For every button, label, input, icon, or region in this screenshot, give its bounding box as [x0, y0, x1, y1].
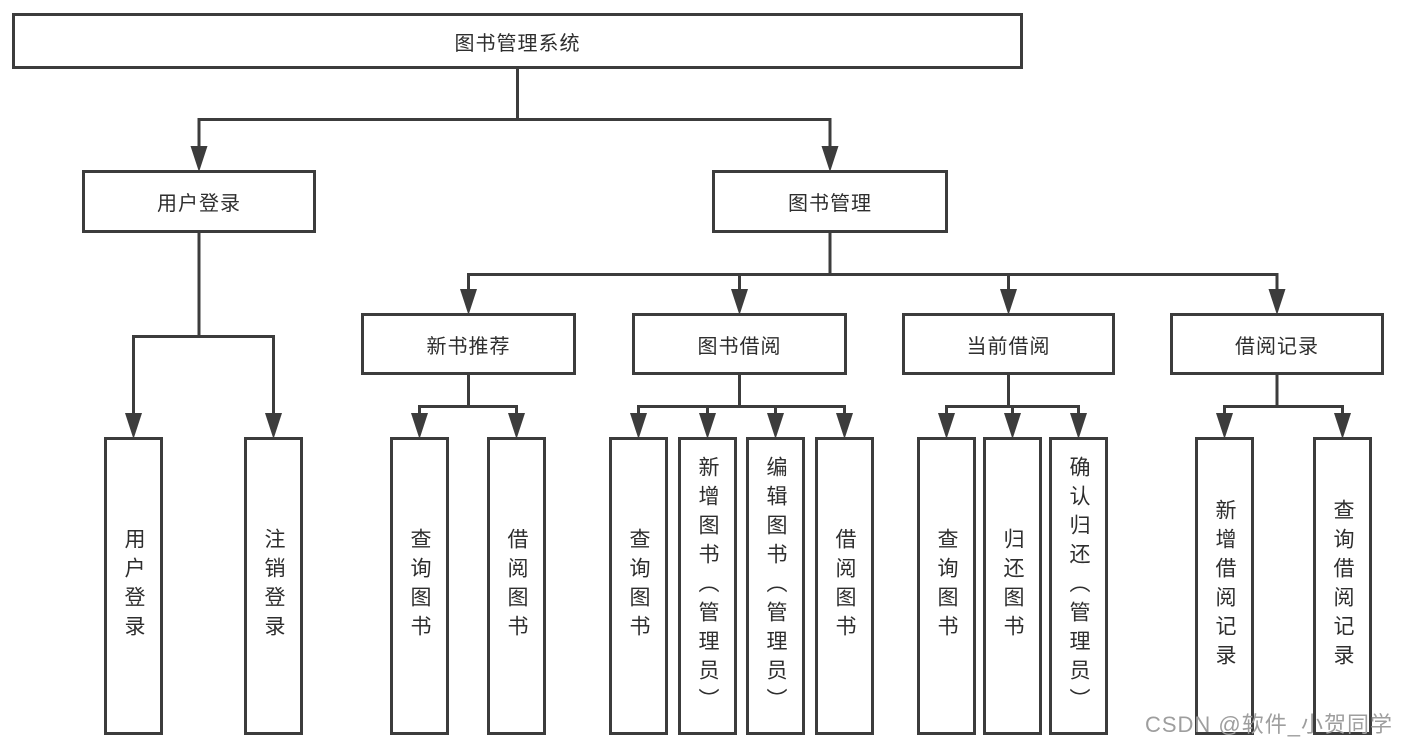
arrowheads: [125, 146, 1351, 439]
leaf-query-borrow-record-label: 查询借阅记录: [1331, 499, 1354, 673]
leaf-query-books-borrow: 查询图书: [609, 437, 668, 735]
leaf-query-books-current-label: 查询图书: [935, 528, 958, 644]
leaf-logout: 注销登录: [244, 437, 303, 735]
csdn-watermark: CSDN @软件_小贺同学: [1144, 712, 1393, 737]
leaf-add-borrow-record-label: 新增借阅记录: [1213, 499, 1236, 673]
leaf-logout-label: 注销登录: [262, 528, 285, 644]
node-root-label: 图书管理系统: [454, 32, 581, 55]
node-user-login: 用户登录: [82, 170, 316, 233]
node-new-book-recommend-label: 新书推荐: [426, 335, 511, 358]
leaf-add-book-admin-label: 新增图书（管理员）: [696, 455, 719, 717]
node-user-login-label: 用户登录: [157, 193, 241, 215]
leaf-edit-book-admin-label: 编辑图书（管理员）: [764, 455, 787, 717]
leaf-query-books-recommend: 查询图书: [390, 437, 449, 735]
leaf-edit-book-admin: 编辑图书（管理员）: [746, 437, 805, 735]
node-current-borrow: 当前借阅: [902, 313, 1115, 375]
node-book-borrow-label: 图书借阅: [697, 335, 782, 358]
leaf-user-login: 用户登录: [104, 437, 163, 735]
leaf-borrow-books-recommend: 借阅图书: [487, 437, 546, 735]
leaf-query-books-borrow-label: 查询图书: [627, 528, 650, 644]
node-borrow-records-label: 借阅记录: [1235, 335, 1319, 358]
node-book-borrow: 图书借阅: [632, 313, 847, 375]
leaf-add-book-admin: 新增图书（管理员）: [678, 437, 737, 735]
leaf-return-book-label: 归还图书: [1001, 528, 1024, 644]
leaf-confirm-return-admin-label: 确认归还（管理员）: [1067, 455, 1090, 717]
leaf-borrow-books-recommend-label: 借阅图书: [505, 528, 528, 644]
leaf-query-books-current: 查询图书: [917, 437, 976, 735]
leaf-borrow-books-borrow-label: 借阅图书: [833, 528, 856, 644]
leaf-confirm-return-admin: 确认归还（管理员）: [1049, 437, 1108, 735]
leaf-return-book: 归还图书: [983, 437, 1042, 735]
node-book-management-label: 图书管理: [788, 193, 872, 215]
node-new-book-recommend: 新书推荐: [361, 313, 576, 375]
leaf-query-books-recommend-label: 查询图书: [408, 528, 431, 644]
node-current-borrow-label: 当前借阅: [966, 335, 1051, 358]
leaf-user-login-label: 用户登录: [122, 528, 145, 644]
leaf-borrow-books-borrow: 借阅图书: [815, 437, 874, 735]
leaf-query-borrow-record: 查询借阅记录: [1313, 437, 1372, 735]
leaf-add-borrow-record: 新增借阅记录: [1195, 437, 1254, 735]
node-borrow-records: 借阅记录: [1170, 313, 1384, 375]
node-root-system: 图书管理系统: [12, 13, 1023, 69]
node-book-management: 图书管理: [712, 170, 948, 233]
